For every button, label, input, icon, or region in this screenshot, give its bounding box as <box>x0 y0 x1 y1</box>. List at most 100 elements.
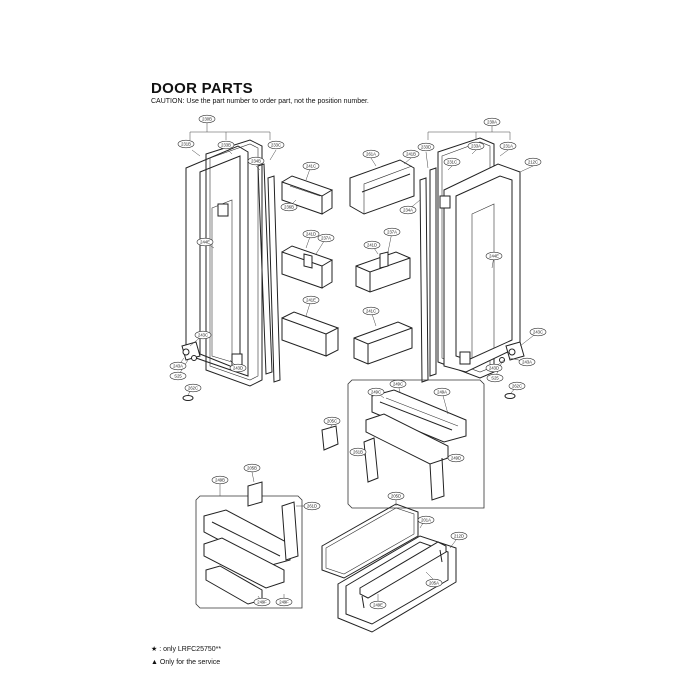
svg-text:241D: 241D <box>306 232 316 237</box>
callout-c22: 244E <box>485 251 503 261</box>
left-door-gasket <box>205 139 263 387</box>
callout-c10: 230A <box>483 117 501 127</box>
svg-text:212C: 212C <box>528 160 538 165</box>
door-bin-lower-right <box>353 321 413 365</box>
callout-c44: 205D <box>387 491 405 501</box>
svg-text:231B: 231B <box>181 142 191 147</box>
svg-text:243C: 243C <box>533 330 543 335</box>
svg-text:230A: 230A <box>487 120 497 125</box>
right-door-panel <box>439 163 521 373</box>
right-door-edge-strip <box>419 167 437 383</box>
svg-text:205A: 205A <box>429 581 439 586</box>
svg-text:241B: 241B <box>406 152 416 157</box>
svg-text:233B: 233B <box>221 143 231 148</box>
svg-text:249E: 249E <box>373 603 383 608</box>
callout-c38: 205C <box>323 416 341 426</box>
door-bin-lower-left <box>281 311 340 357</box>
callout-c19: 241D <box>363 240 381 250</box>
callout-c9: 241B <box>402 149 420 159</box>
callout-c3: 233B <box>217 140 235 150</box>
svg-text:249C: 249C <box>393 382 403 387</box>
page-title: DOOR PARTS <box>151 80 253 97</box>
svg-text:243D: 243D <box>233 366 243 371</box>
svg-text:205C: 205C <box>327 419 337 424</box>
callout-c45: 201A <box>417 515 435 525</box>
freezer-drawer-handle <box>359 541 447 609</box>
svg-text:262C: 262C <box>512 384 522 389</box>
left-lower-hinge <box>181 341 201 401</box>
callout-c14: 231A <box>499 141 517 151</box>
svg-text:249D: 249D <box>451 456 461 461</box>
callout-c2: 231B <box>177 139 195 149</box>
caution-note: CAUTION: Use the part number to order pa… <box>151 98 369 105</box>
callout-c6: 241C <box>302 161 320 171</box>
svg-text:243D: 243D <box>489 366 499 371</box>
callout-c40: 249D <box>447 453 465 463</box>
svg-text:241D: 241D <box>367 243 377 248</box>
callout-c35: 249C <box>367 387 385 397</box>
svg-text:230B: 230B <box>202 117 212 122</box>
group-box-lower-left <box>195 481 303 609</box>
door-bin-upper-left <box>281 175 334 215</box>
callout-c18: 237A <box>317 233 335 243</box>
svg-text:261D: 261D <box>307 504 317 509</box>
svg-text:237A: 237A <box>321 236 331 241</box>
small-cover-piece <box>321 425 339 451</box>
svg-text:243A: 243A <box>173 364 183 369</box>
callout-c37: 249A <box>433 387 451 397</box>
door-bin-upper-right <box>349 159 415 215</box>
callout-c32: S25 <box>486 373 504 383</box>
callout-c34: 262C <box>508 381 526 391</box>
callout-c1: 230B <box>198 114 216 124</box>
callout-c36: 249C <box>389 379 407 389</box>
callout-c13: 233A <box>467 141 485 151</box>
svg-text:212D: 212D <box>454 534 464 539</box>
right-lower-hinge <box>499 341 525 399</box>
svg-text:233D: 233D <box>421 145 431 150</box>
callout-c15: 212C <box>524 157 542 167</box>
group-box-upper-right <box>347 379 485 509</box>
svg-text:231A: 231A <box>503 144 513 149</box>
callout-c27: 243D <box>229 363 247 373</box>
callout-c20: 237A <box>383 227 401 237</box>
callout-c30: 243A <box>518 357 536 367</box>
svg-text:241C: 241C <box>306 164 316 169</box>
callout-c48: 249E <box>369 600 387 610</box>
svg-text:237A: 237A <box>387 230 397 235</box>
callout-c33: 262C <box>184 383 202 393</box>
callout-c29: S25 <box>169 371 187 381</box>
legend-star-note: ★ : only LRFC25750** <box>151 646 222 653</box>
callout-c4: 234B <box>247 156 265 166</box>
svg-text:249F: 249F <box>257 600 267 605</box>
svg-text:236B: 236B <box>284 205 294 210</box>
svg-text:241C: 241C <box>366 309 376 314</box>
svg-text:241E: 241E <box>306 298 316 303</box>
svg-text:243C: 243C <box>198 333 208 338</box>
svg-text:205D: 205D <box>391 494 401 499</box>
door-bin-middle-left <box>281 245 334 289</box>
callout-c41: 205B <box>243 463 261 473</box>
svg-text:249B: 249B <box>215 478 225 483</box>
svg-text:261A: 261A <box>366 152 376 157</box>
svg-text:244E: 244E <box>200 240 210 245</box>
callout-c12: 231C <box>443 157 461 167</box>
callout-c21: 244E <box>196 237 214 247</box>
svg-text:249F: 249F <box>279 600 289 605</box>
callout-c11: 233D <box>417 142 435 152</box>
svg-text:231C: 231C <box>447 160 457 165</box>
callout-c49: 249F <box>253 597 271 607</box>
legend-triangle-note: ▲ Only for the service <box>151 659 221 666</box>
callout-c46: 212D <box>450 531 468 541</box>
callout-c25: 243C <box>194 330 212 340</box>
svg-text:234A: 234A <box>403 208 413 213</box>
svg-text:233A: 233A <box>471 144 481 149</box>
callout-c26: 243C <box>529 327 547 337</box>
callout-c50: 249F <box>275 597 293 607</box>
svg-text:233C: 233C <box>271 143 281 148</box>
door-bin-middle-right <box>355 251 411 293</box>
svg-text:201A: 201A <box>421 518 431 523</box>
callout-c24: 241C <box>362 306 380 316</box>
callout-c43: 261D <box>303 501 321 511</box>
callout-c17: 241D <box>302 229 320 239</box>
callout-c28: 243A <box>169 361 187 371</box>
